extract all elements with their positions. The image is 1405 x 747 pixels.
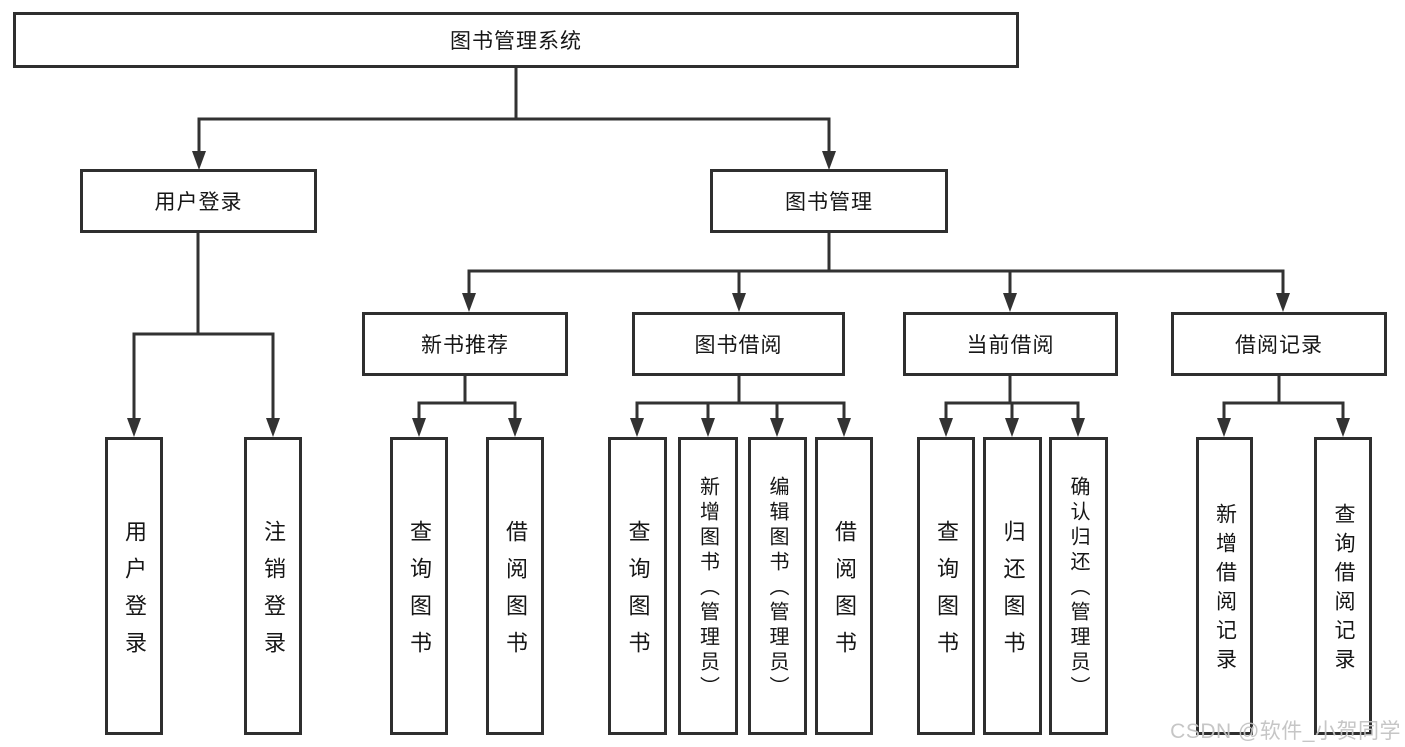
node-new-book-recommend: 新书推荐 xyxy=(362,312,568,376)
leaf-confirm-return-admin: 确认归还（管理员） xyxy=(1049,437,1108,735)
connector-book-management-branch xyxy=(462,233,1290,312)
leaf-label: 归还图书 xyxy=(1000,519,1026,668)
node-book-management: 图书管理 xyxy=(710,169,948,233)
node-borrow-record: 借阅记录 xyxy=(1171,312,1387,376)
node-label: 用户登录 xyxy=(154,191,243,214)
connector-root-branch xyxy=(192,68,836,170)
leaf-add-borrow-record: 新增借阅记录 xyxy=(1196,437,1253,735)
leaf-label: 查询图书 xyxy=(934,519,959,668)
leaf-borrow-book: 借阅图书 xyxy=(815,437,873,735)
leaf-query-borrow-record: 查询借阅记录 xyxy=(1314,437,1372,735)
connector-book-borrow-branch xyxy=(630,376,851,437)
node-current-borrow: 当前借阅 xyxy=(903,312,1118,376)
leaf-label: 查询借阅记录 xyxy=(1332,503,1355,677)
node-label: 当前借阅 xyxy=(966,334,1055,357)
leaf-borrow-book-recommend: 借阅图书 xyxy=(486,437,544,735)
csdn-watermark: CSDN @软件_小贺同学 xyxy=(1170,720,1401,743)
node-label: 图书管理系统 xyxy=(450,30,582,53)
leaf-query-book-current: 查询图书 xyxy=(917,437,975,735)
node-label: 图书管理 xyxy=(785,191,873,214)
leaf-user-login: 用户登录 xyxy=(105,437,163,735)
leaf-label: 确认归还（管理员） xyxy=(1067,476,1089,701)
connector-user-login-branch xyxy=(127,233,280,437)
leaf-add-book-admin: 新增图书（管理员） xyxy=(678,437,738,735)
leaf-logout: 注销登录 xyxy=(244,437,302,735)
leaf-label: 编辑图书（管理员） xyxy=(766,476,788,701)
node-user-login: 用户登录 xyxy=(80,169,317,233)
node-label: 新书推荐 xyxy=(421,334,509,357)
connector-new-book-recommend-branch xyxy=(412,376,522,437)
leaf-label: 查询图书 xyxy=(407,519,432,668)
node-label: 图书借阅 xyxy=(694,334,783,357)
leaf-label: 用户登录 xyxy=(122,519,147,668)
leaf-return-book: 归还图书 xyxy=(983,437,1042,735)
leaf-query-book-recommend: 查询图书 xyxy=(390,437,448,735)
leaf-label: 新增借阅记录 xyxy=(1213,503,1237,677)
leaf-label: 借阅图书 xyxy=(832,519,857,668)
connector-borrow-record-branch xyxy=(1217,376,1350,437)
leaf-query-book-borrow: 查询图书 xyxy=(608,437,667,735)
leaf-label: 借阅图书 xyxy=(503,519,528,668)
leaf-label: 注销登录 xyxy=(261,519,286,668)
leaf-label: 新增图书（管理员） xyxy=(696,476,719,701)
node-label: 借阅记录 xyxy=(1235,334,1323,357)
connector-current-borrow-branch xyxy=(939,376,1085,437)
leaf-label: 查询图书 xyxy=(625,519,651,668)
leaf-edit-book-admin: 编辑图书（管理员） xyxy=(748,437,807,735)
node-book-borrow: 图书借阅 xyxy=(632,312,845,376)
node-root-system: 图书管理系统 xyxy=(13,12,1019,68)
